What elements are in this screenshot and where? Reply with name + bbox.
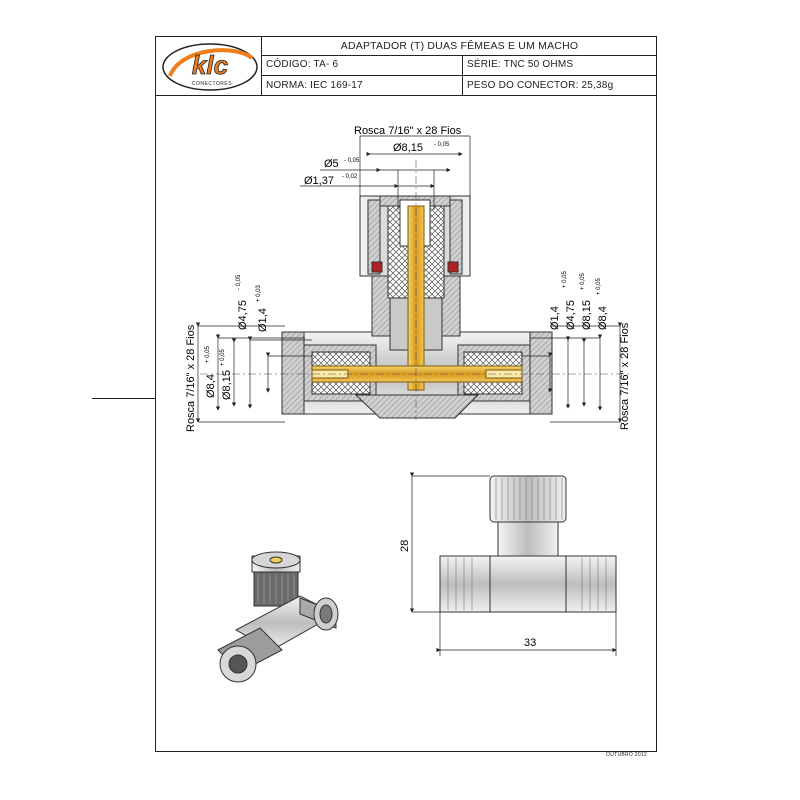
side-view xyxy=(439,475,617,613)
height-dim: 28 xyxy=(399,540,411,552)
right-dim-d84: Ø8,4 xyxy=(597,306,609,330)
width-dim: 33 xyxy=(524,637,536,649)
serie-field: SÉRIE: TNC 50 OHMS xyxy=(467,59,574,70)
left-dim-d815: Ø8,15 xyxy=(221,370,233,400)
left-dim-d475: Ø4,75 xyxy=(237,300,249,330)
drawing-title: ADAPTADOR (T) DUAS FÊMEAS E UM MACHO xyxy=(340,40,579,52)
top-thread-label: Rosca 7/16" x 28 Fios xyxy=(354,125,462,137)
left-dim-d475-tol: - 0,05 xyxy=(236,274,242,290)
side-view-dimensions xyxy=(409,472,617,656)
dim-d137-tol: - 0,02 xyxy=(342,174,358,180)
right-dimensions xyxy=(522,322,623,423)
top-dimensions xyxy=(300,135,471,210)
margin-line xyxy=(92,398,155,399)
left-dim-d14-tol: + 0,03 xyxy=(256,284,262,302)
title-divider xyxy=(261,75,657,76)
date-footer: OUTUBRO 2012 xyxy=(606,752,648,758)
klc-logo: klc CONECTORES xyxy=(162,43,258,91)
left-dim-d815-tol: + 0,05 xyxy=(220,348,226,366)
right-dim-d475-tol: + 0,05 xyxy=(562,270,568,288)
logo-sub: CONECTORES xyxy=(192,81,232,87)
peso-field: PESO DO CONECTOR: 25,38g xyxy=(467,80,614,91)
left-dimensions xyxy=(195,322,312,423)
title-divider xyxy=(261,55,657,56)
dim-d815-tol: - 0,05 xyxy=(434,142,450,148)
right-dim-d14: Ø1,4 xyxy=(549,306,561,330)
title-block xyxy=(155,36,657,96)
right-dim-d815: Ø8,15 xyxy=(581,300,593,330)
right-dim-d475: Ø4,75 xyxy=(565,300,577,330)
dim-d137: Ø1,37 xyxy=(304,175,334,187)
connector-3d-render xyxy=(217,551,339,683)
norma-field: NORMA: IEC 169-17 xyxy=(266,80,363,91)
dim-d5-tol: - 0,05 xyxy=(344,158,360,164)
title-divider xyxy=(261,36,262,96)
dim-d5: Ø5 xyxy=(324,158,339,170)
left-dim-d84: Ø8,4 xyxy=(205,374,217,398)
right-dim-d84-tol: + 0,05 xyxy=(596,277,602,295)
logo-brand: klc xyxy=(192,50,229,80)
left-thread-label: Rosca 7/16" x 28 Fios xyxy=(185,324,197,432)
left-dim-d84-tol: + 0,05 xyxy=(205,345,211,363)
codigo-field: CÓDIGO: TA- 6 xyxy=(266,59,339,70)
title-divider xyxy=(462,55,463,96)
right-dim-d815-tol: + 0,05 xyxy=(580,272,586,290)
right-thread-label: Rosca 7/16" x 28 Fios xyxy=(619,322,631,430)
left-dim-d14: Ø1,4 xyxy=(257,308,269,332)
dim-d815: Ø8,15 xyxy=(393,142,423,154)
